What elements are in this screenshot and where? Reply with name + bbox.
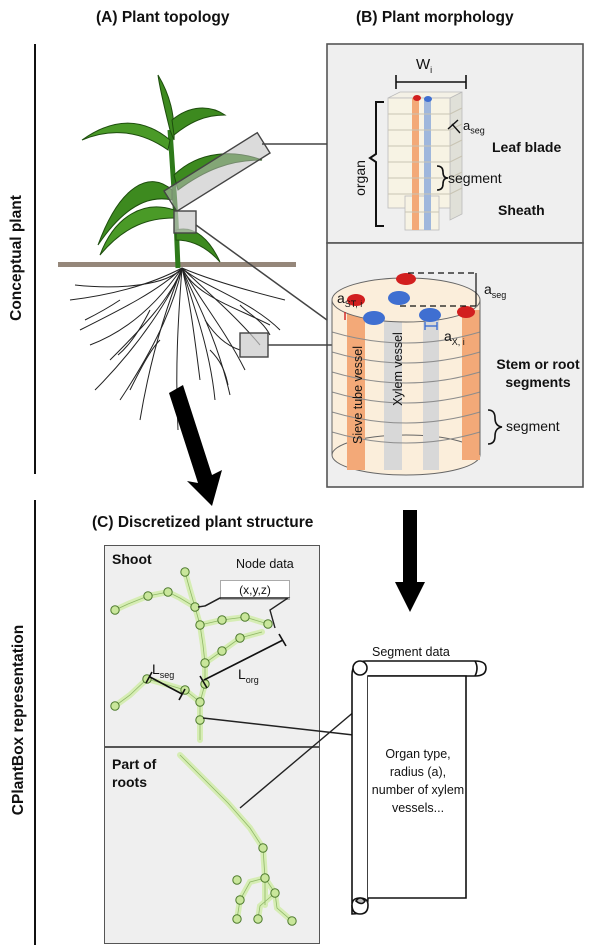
leaf-highlight-box (163, 131, 271, 213)
sheath-label: Sheath (498, 202, 545, 218)
organ-bracket (368, 101, 384, 227)
lseg-marker (145, 671, 186, 701)
node-data-pointer (197, 597, 291, 629)
segment-pointer-shoot (202, 717, 381, 739)
shoot-nodes (110, 567, 273, 725)
width-label: Wi (416, 56, 433, 75)
node (270, 888, 280, 898)
node (253, 914, 263, 924)
node (235, 895, 245, 905)
stem-segment-label: segment (506, 418, 560, 434)
node (200, 658, 210, 668)
node (240, 612, 250, 622)
node (232, 914, 242, 924)
node (180, 567, 190, 577)
lorg-label: Lorg (238, 666, 259, 685)
node (217, 615, 227, 625)
arrow-right (395, 510, 425, 612)
roots-title: Part of roots (112, 756, 157, 790)
segment-data-body: Organ type, radius (a), number of xylem … (371, 747, 465, 815)
ax-label: aX, i (444, 328, 465, 347)
segment-data-scroll (351, 660, 487, 915)
arrow-left (169, 385, 222, 506)
node (258, 843, 268, 853)
stem-highlight-box (173, 210, 197, 234)
node (195, 620, 205, 630)
title-plant-topology: (A) Plant topology (96, 9, 230, 26)
lorg-marker (199, 633, 287, 689)
ast-label: aST, i (337, 290, 363, 309)
node (217, 646, 227, 656)
segment-data-title: Segment data (372, 645, 450, 659)
leaf-segment-label: segment (448, 170, 502, 186)
stem-aseg-marker (400, 272, 477, 307)
node (110, 605, 120, 615)
node-coord-box: (x,y,z) (220, 580, 290, 600)
plant-shoot (81, 74, 263, 269)
node (110, 701, 120, 711)
segment-pointer-root (239, 699, 369, 809)
title-plant-morphology: (B) Plant morphology (356, 9, 514, 26)
node-data-label: Node data (236, 557, 294, 571)
stem-aseg-label: aseg (484, 281, 507, 300)
title-discretized-structure: (C) Discretized plant structure (92, 514, 314, 531)
shoot-segments (112, 569, 271, 743)
node (235, 633, 245, 643)
node (163, 587, 173, 597)
plant-roots (69, 267, 286, 431)
side-divider-bottom (34, 500, 36, 945)
stem-segment-brace (487, 409, 503, 445)
leaf-blade-label: Leaf blade (492, 139, 562, 155)
node (232, 875, 242, 885)
width-marker (395, 75, 467, 89)
node (143, 591, 153, 601)
node (190, 602, 200, 612)
leaf-aseg-marker (447, 119, 461, 134)
node (263, 619, 273, 629)
stem-cylinder (331, 273, 481, 476)
node (195, 715, 205, 725)
node (195, 697, 205, 707)
leaf-segment-brace (436, 165, 449, 191)
ax-marker (424, 322, 438, 330)
shoot-panel (104, 545, 320, 747)
lseg-label: Lseg (152, 661, 175, 680)
node (260, 873, 270, 883)
root-nodes (232, 843, 297, 926)
stem-title: Stem or root segments (496, 356, 580, 390)
leaf-aseg-label: aseg (463, 118, 485, 136)
shoot-title: Shoot (112, 551, 152, 567)
node (287, 916, 297, 926)
stem-connector (195, 224, 328, 321)
side-divider-top (34, 44, 36, 474)
